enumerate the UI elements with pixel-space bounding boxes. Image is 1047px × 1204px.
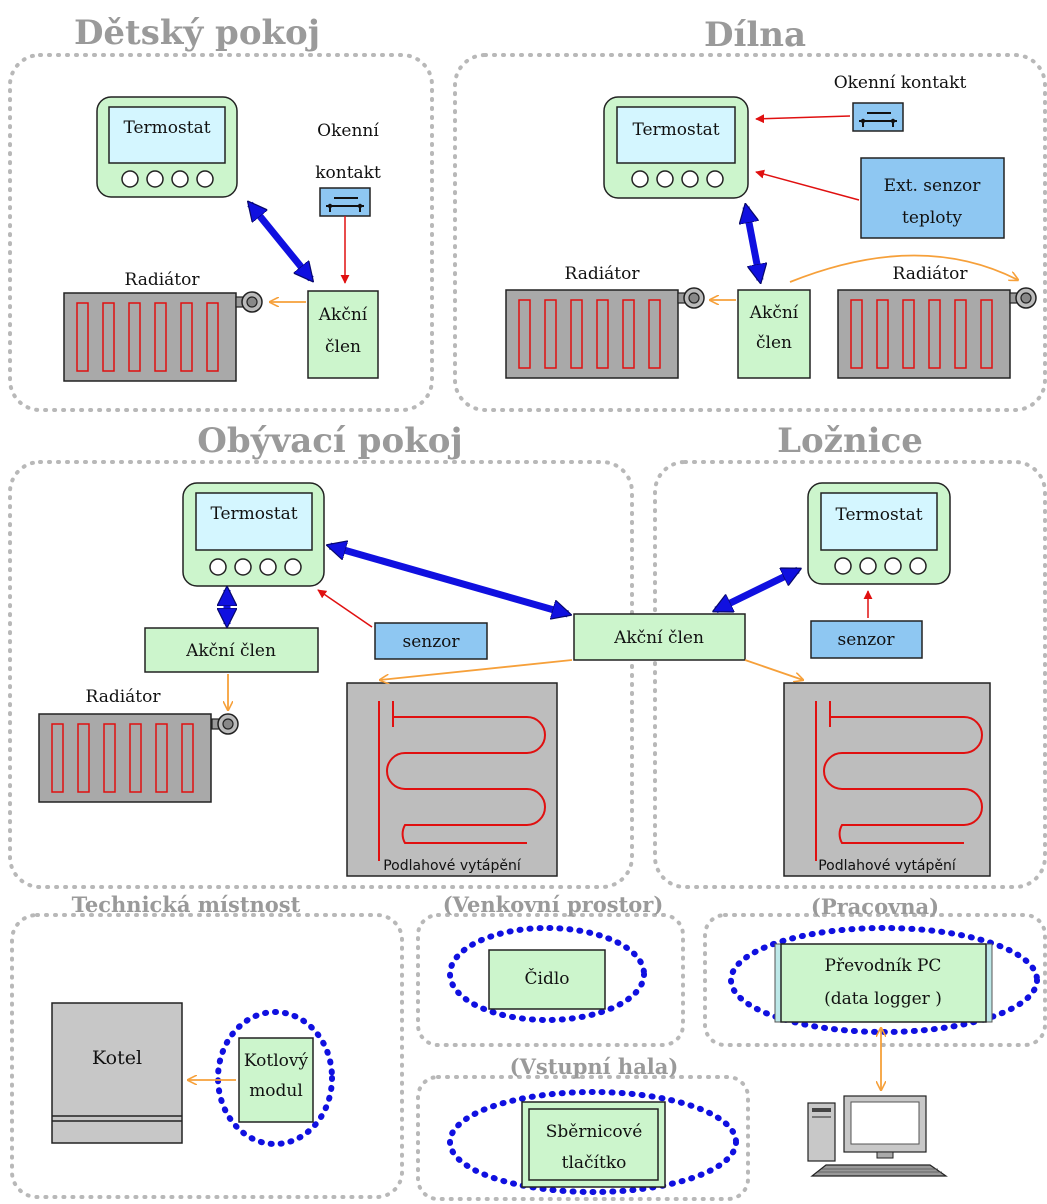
signal-arrow (755, 169, 860, 201)
bus-coupler-ring (447, 925, 647, 1023)
svg-text:Akční člen: Akční člen (185, 641, 276, 661)
bus-coupler-ring (215, 1009, 335, 1147)
svg-text:člen: člen (756, 333, 792, 353)
bus-link (250, 204, 311, 279)
svg-text:modul: modul (249, 1081, 303, 1101)
room-border-vstupni (416, 1075, 750, 1201)
room-title-detsky-pokoj: Dětský pokoj (74, 13, 320, 53)
svg-text:Kotel: Kotel (92, 1047, 142, 1069)
ext-temperature-sensor: Ext. senzor teploty (860, 157, 1005, 239)
computer-icon (807, 1095, 948, 1177)
boiler: Kotel (51, 1002, 183, 1144)
svg-text:Akční člen: Akční člen (613, 628, 704, 648)
radiator-icon (505, 289, 679, 379)
thermostat-label: Termostat (835, 505, 922, 525)
radiator-label: Radiátor (893, 264, 969, 284)
svg-text:Čidlo: Čidlo (525, 968, 570, 989)
thermostat-label: Termostat (632, 120, 719, 140)
radiator-label: Radiátor (565, 264, 641, 284)
thermostat-loznice: Termostat (807, 482, 951, 585)
room-border-detsky-pokoj (8, 53, 434, 412)
svg-text:senzor: senzor (402, 632, 460, 652)
floor-heating-obyvaci: Podlahové vytápění (346, 682, 558, 877)
thermostat-detsky: Termostat (96, 96, 238, 198)
valve-icon (211, 713, 239, 735)
floor-heating-loznice: Podlahové vytápění (783, 682, 991, 877)
svg-text:Sběrnicové: Sběrnicové (546, 1122, 643, 1142)
radiator-icon (63, 292, 237, 382)
svg-text:Akční: Akční (318, 305, 368, 325)
sensor-loznice: senzor (810, 620, 923, 659)
radiator-label: Radiátor (125, 270, 201, 290)
actuator-dilna: Akční člen (737, 289, 811, 379)
signal-arrow (755, 114, 851, 124)
room-title-loznice: Ložnice (777, 421, 923, 461)
svg-text:Převodník PC: Převodník PC (825, 956, 942, 976)
room-border-loznice (653, 460, 1047, 889)
svg-text:Akční: Akční (749, 303, 799, 323)
actuator-detsky: Akční člen (307, 290, 379, 379)
outdoor-sensor: Čidlo (488, 949, 606, 1010)
thermostat-obyvaci: Termostat (182, 482, 325, 587)
svg-text:Podlahové vytápění: Podlahové vytápění (818, 858, 957, 874)
radiator-icon (38, 713, 212, 803)
room-title-vstupni: (Vstupní hala) (510, 1054, 679, 1079)
window-contact-label-2: kontakt (315, 163, 381, 183)
bus-button: Sběrnicové tlačítko (521, 1101, 666, 1188)
thermostat-label: Termostat (210, 504, 297, 524)
svg-text:člen: člen (325, 337, 361, 357)
svg-text:Podlahové vytápění: Podlahové vytápění (383, 858, 522, 874)
valve-icon (235, 291, 263, 313)
room-title-pracovna: (Pracovna) (811, 894, 939, 919)
heat-arrow (744, 659, 803, 680)
svg-text:tlačítko: tlačítko (562, 1153, 627, 1173)
room-border-obyvaci-pokoj (8, 460, 634, 889)
svg-text:(data logger ): (data logger ) (824, 989, 942, 1009)
valve-icon (677, 287, 705, 309)
window-contact-label-1: Okenní (317, 121, 379, 141)
valve-icon (1009, 287, 1037, 309)
room-title-obyvaci-pokoj: Obývací pokoj (197, 421, 462, 461)
room-title-dilna: Dílna (704, 15, 806, 55)
bus-link (716, 566, 798, 614)
pc-converter: Převodník PC (data logger ) (774, 943, 993, 1023)
sensor-obyvaci: senzor (374, 622, 488, 660)
room-border-technicka (10, 913, 404, 1199)
radiator-label: Radiátor (86, 687, 162, 707)
heat-arrow (380, 659, 573, 680)
signal-arrow (317, 589, 373, 628)
room-title-technicka: Technická místnost (72, 892, 301, 917)
bus-coupler-ring (447, 1089, 739, 1195)
window-contact-icon (852, 102, 904, 132)
room-border-pracovna (703, 913, 1047, 1047)
window-contact-label: Okenní kontakt (834, 73, 967, 93)
heat-arrow (789, 254, 1018, 283)
room-title-venkovni: (Venkovní prostor) (443, 892, 664, 917)
svg-text:teploty: teploty (902, 208, 962, 228)
svg-text:Kotlový: Kotlový (244, 1051, 309, 1071)
window-contact-icon (319, 187, 371, 217)
boiler-module: Kotlový modul (238, 1037, 314, 1123)
bus-link (746, 207, 760, 280)
thermostat-dilna: Termostat (603, 96, 749, 199)
radiator-icon (837, 289, 1011, 379)
svg-text:Ext. senzor: Ext. senzor (884, 176, 982, 196)
thermostat-label: Termostat (123, 118, 210, 138)
svg-text:senzor: senzor (837, 630, 895, 650)
actuator-obyvaci: Akční člen (144, 627, 319, 673)
actuator-central: Akční člen (573, 613, 746, 661)
bus-link (330, 546, 568, 614)
